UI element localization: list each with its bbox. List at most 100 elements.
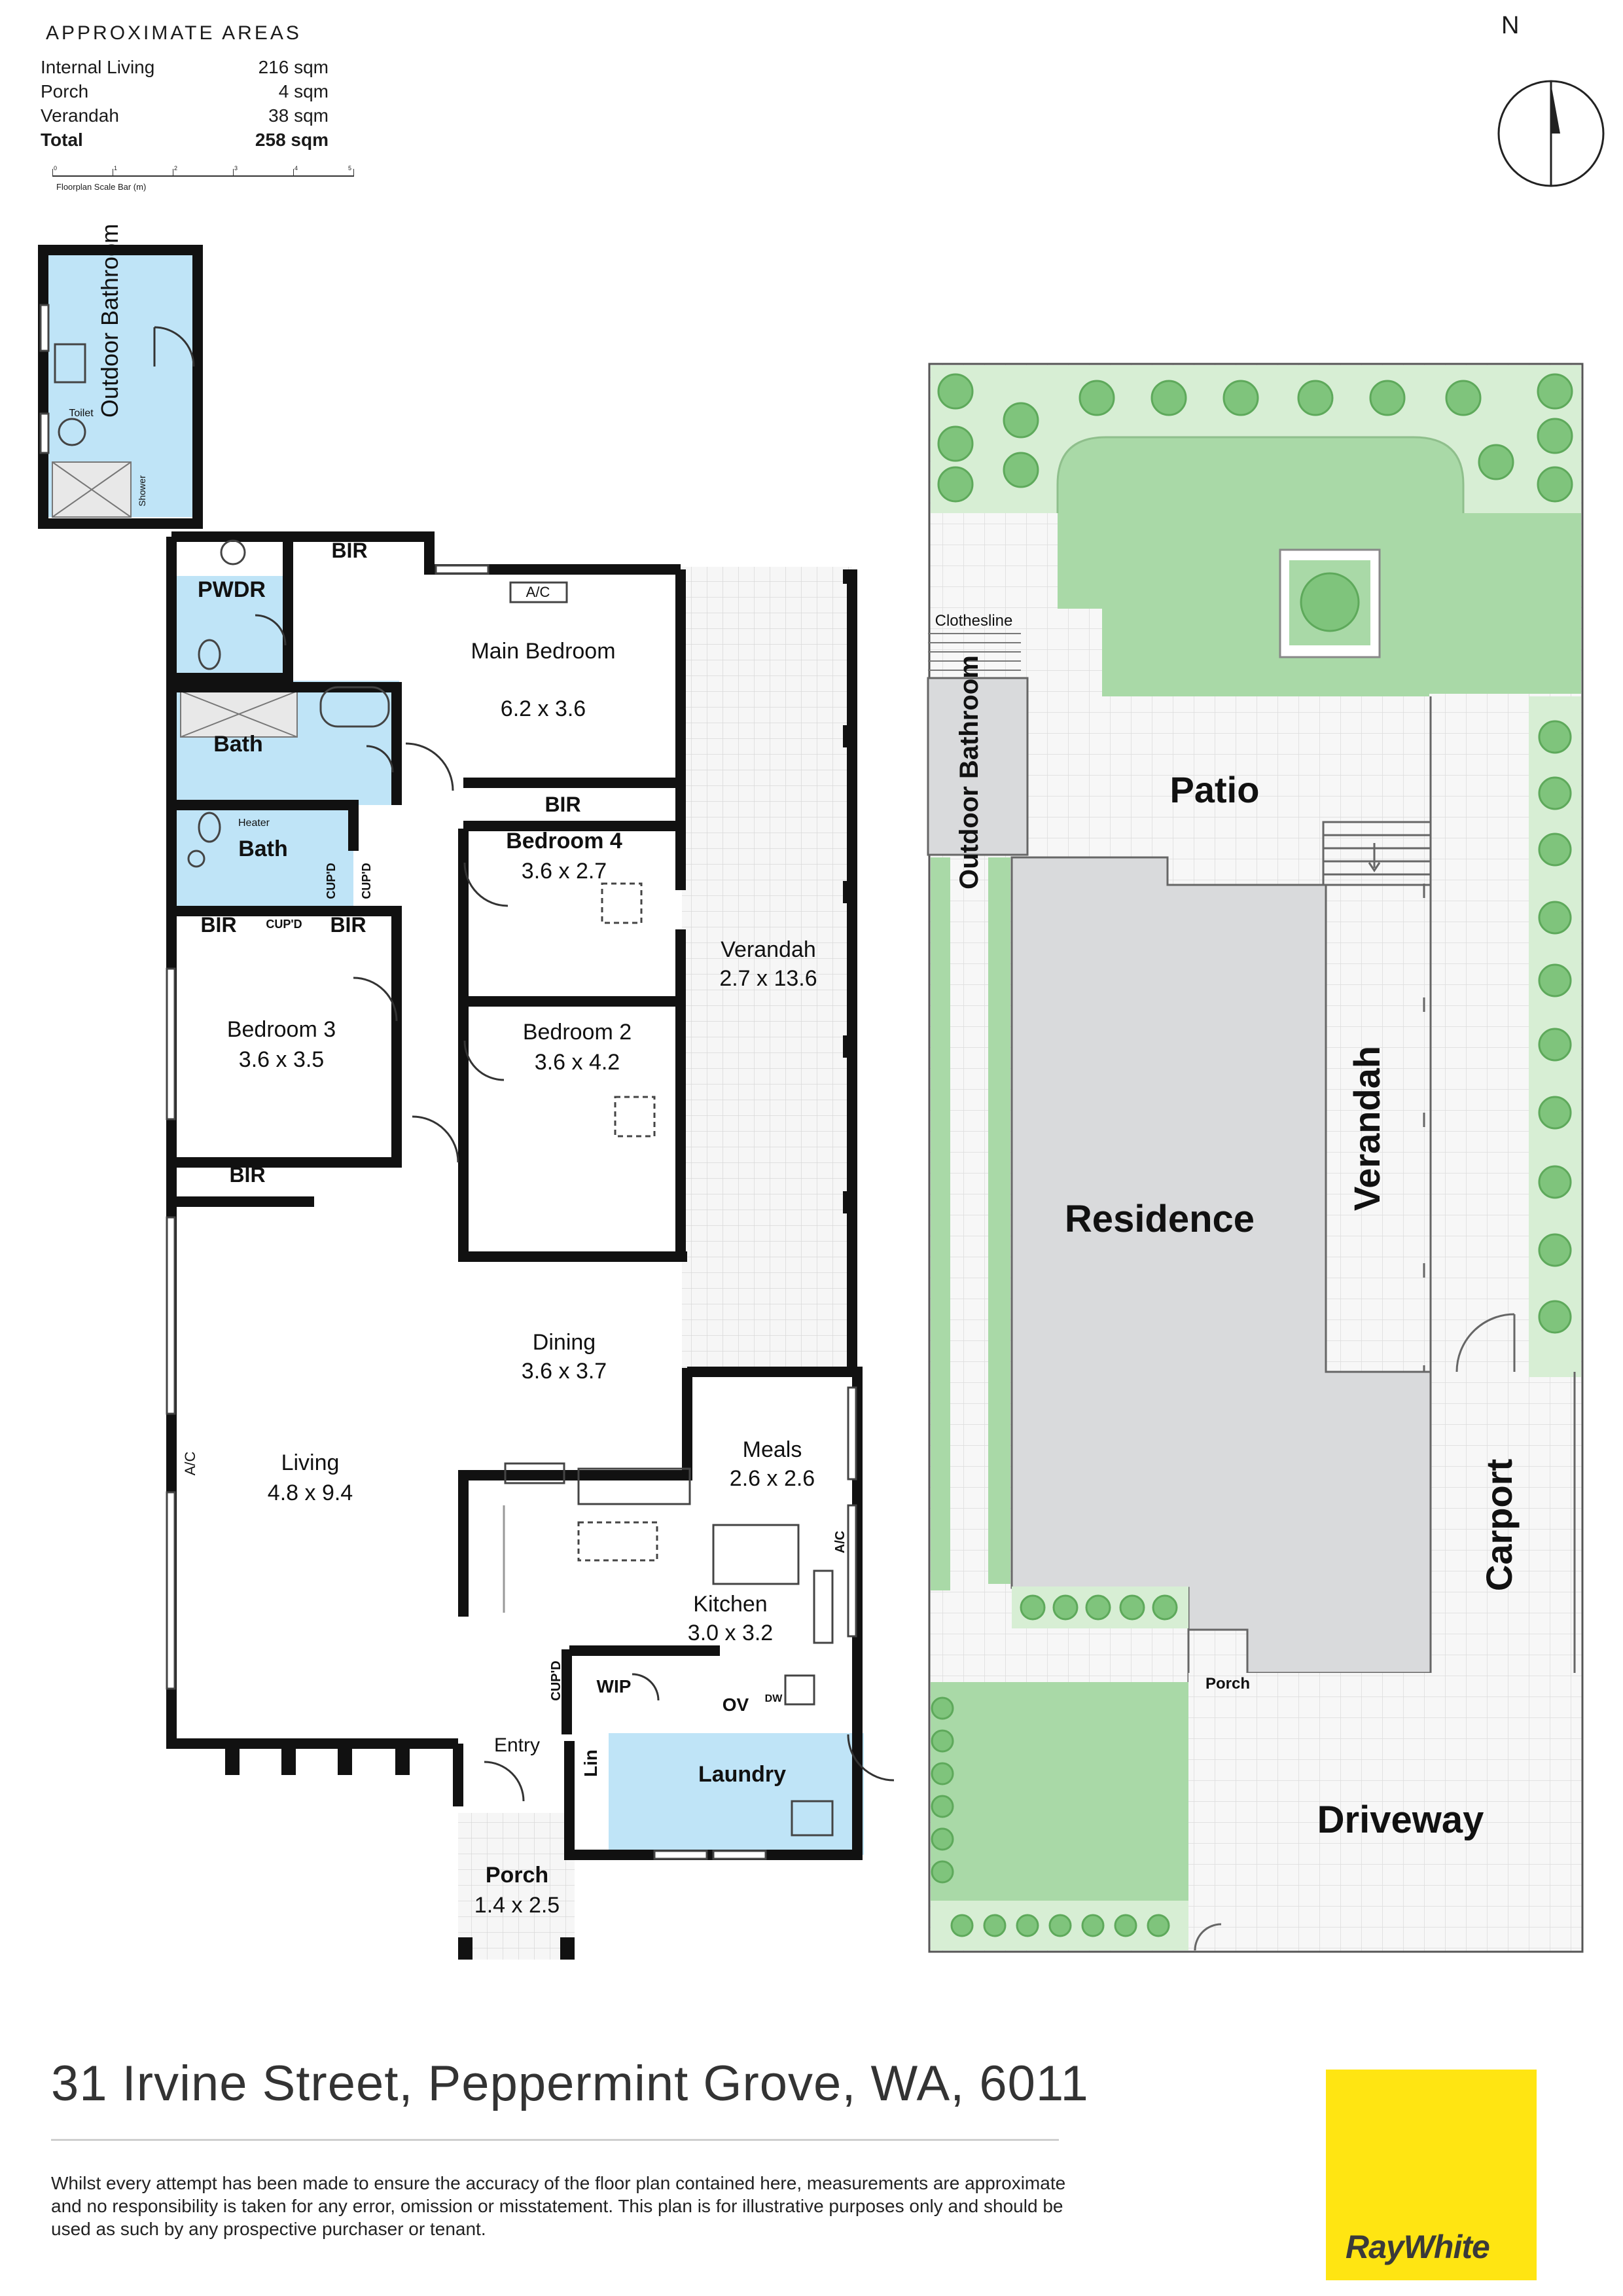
laundry-floor [609,1733,864,1855]
scale-tick [353,169,354,177]
room-size: 4.8 x 9.4 [268,1480,353,1505]
site-plan-labels: Clothesline Outdoor Bathroom Patio Resid… [935,612,1520,1841]
site-label: Residence [1065,1198,1255,1240]
room-label: BIR [331,539,367,562]
site-label: Porch [1205,1675,1250,1693]
room-label: CUP'D [325,863,338,899]
area-row-verandah: Verandah 38 sqm [41,103,329,128]
verandah-posts [225,569,857,1960]
property-address: 31 Irvine Street, Peppermint Grove, WA, … [51,2056,1089,2111]
scale-tick [233,169,234,177]
room-label: BIR [229,1163,265,1187]
pwdr-floor [177,576,288,681]
room-label: BIR [330,913,366,937]
scale-tick-label: 0 [54,165,58,171]
room-label: A/C [833,1531,847,1553]
scale-tick [52,169,53,177]
scale-tick-label: 5 [348,165,352,171]
site-label: Verandah [1346,1046,1387,1211]
room-label: Verandah [721,937,816,962]
room-label: Lin [580,1749,601,1777]
area-value: 4 sqm [278,81,329,101]
scale-tick-label: 3 [234,165,238,171]
room-label: Laundry [698,1762,786,1787]
room-label: Bedroom 3 [227,1017,336,1042]
area-label: Total [41,130,83,150]
scale-bar-line [52,169,353,177]
bath2-floor [177,805,353,910]
room-label: CUP'D [266,918,302,931]
disclaimer-text: Whilst every attempt has been made to en… [51,2173,1066,2239]
area-value: 258 sqm [255,130,329,150]
room-label: Dining [533,1330,596,1355]
site-label: Patio [1170,769,1260,810]
room-label: Main Bedroom [471,639,615,664]
area-value: 216 sqm [258,57,329,77]
room-label: Heater [238,817,270,829]
compass-icon [1497,80,1605,187]
room-size: 3.6 x 4.2 [535,1050,620,1075]
area-schedule-heading: APPROXIMATE AREAS [46,22,302,44]
site-plan [927,363,1584,1953]
scale-caption: Floorplan Scale Bar (m) [56,182,147,192]
floorplan-labels: Outdoor Bathroom Toilet Shower PWDR BIR … [69,224,847,1918]
room-size: 6.2 x 3.6 [501,696,586,721]
room-label: CUP'D [549,1660,563,1700]
scale-tick [293,169,294,177]
room-label: Living [281,1450,340,1475]
tree-icons [931,373,1573,1937]
fixtures [54,343,834,1837]
area-label: Porch [41,81,89,101]
room-size: 2.7 x 13.6 [719,966,817,991]
room-label: Bath [238,836,288,861]
porch-floor [458,1813,575,1960]
room-label: BIR [200,913,236,937]
scale-bar: 0 1 2 3 4 5 Floorplan Scale Bar (m) [52,165,355,195]
room-label: Bedroom 2 [523,1020,632,1045]
area-label: Verandah [41,105,119,126]
room-label: DW [765,1693,783,1704]
room-size: 1.4 x 2.5 [474,1893,560,1918]
site-label: Outdoor Bathroom [955,655,984,889]
room-label: CUP'D [360,863,373,899]
room-size: 3.6 x 3.7 [522,1359,607,1384]
room-label: PWDR [198,577,266,602]
area-row-porch: Porch 4 sqm [41,79,329,103]
room-label: A/C [526,584,550,600]
room-size: 3.6 x 2.7 [522,859,607,884]
room-label: Toilet [69,408,94,419]
site-label: Carport [1478,1459,1520,1591]
door-swings [153,326,895,1802]
room-label: Bath [213,732,263,757]
address-divider [51,2139,1059,2141]
area-row-total: Total 258 sqm [41,128,329,152]
scale-tick-label: 2 [174,165,178,171]
room-label: Entry [494,1734,540,1756]
room-label: Outdoor Bathroom [96,224,123,418]
room-size: 3.6 x 3.5 [239,1047,324,1072]
room-label: A/C [182,1452,198,1476]
room-label: Shower [137,475,147,507]
scale-tick-label: 1 [114,165,118,171]
scale-tick-label: 4 [294,165,298,171]
room-label: Bedroom 4 [506,829,622,853]
room-label: WIP [597,1676,632,1696]
room-label: OV [722,1695,749,1715]
verandah-floor [682,567,852,1372]
area-label: Internal Living [41,57,155,77]
site-label: Clothesline [935,612,1013,630]
area-schedule: APPROXIMATE AREAS Internal Living 216 sq… [41,22,329,152]
room-size: 2.6 x 2.6 [730,1466,815,1491]
room-size: 3.0 x 3.2 [688,1621,773,1645]
area-row-internal-living: Internal Living 216 sqm [41,55,329,79]
room-label: BIR [544,793,580,816]
raywhite-logo: RayWhite [1326,2070,1537,2280]
site-label: Driveway [1317,1799,1484,1841]
room-label: Kitchen [693,1592,767,1617]
north-label: N [1501,12,1520,39]
shower-hatch [52,461,298,738]
area-value: 38 sqm [268,105,329,126]
room-label: Meals [743,1437,802,1462]
room-label: Porch [486,1863,548,1888]
